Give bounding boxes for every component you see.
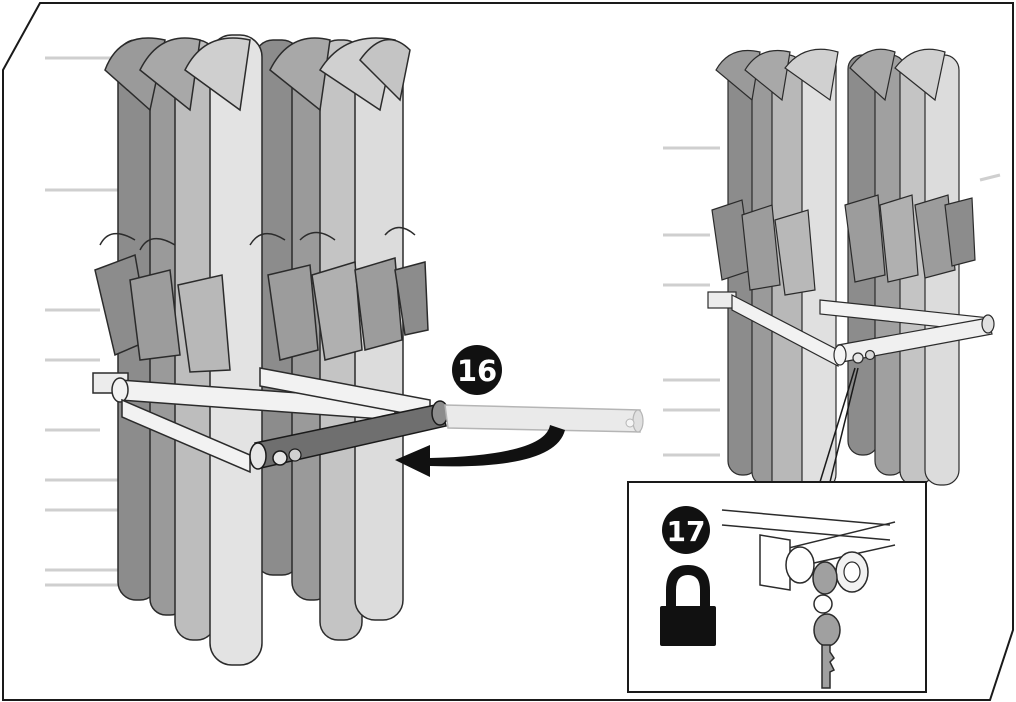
lock-detail-inset: 17 [628,482,926,692]
step-16-number: 16 [457,354,497,388]
step-17-number: 17 [667,515,706,548]
locking-bar-open-ghost [445,405,643,432]
right-panel: 17 [628,49,1000,692]
step-17-badge: 17 [662,506,710,554]
step-16-badge: 16 [452,345,502,395]
left-panel: 16 [45,35,643,665]
curved-arrow-icon [395,425,565,477]
lock-cylinder [273,451,287,465]
